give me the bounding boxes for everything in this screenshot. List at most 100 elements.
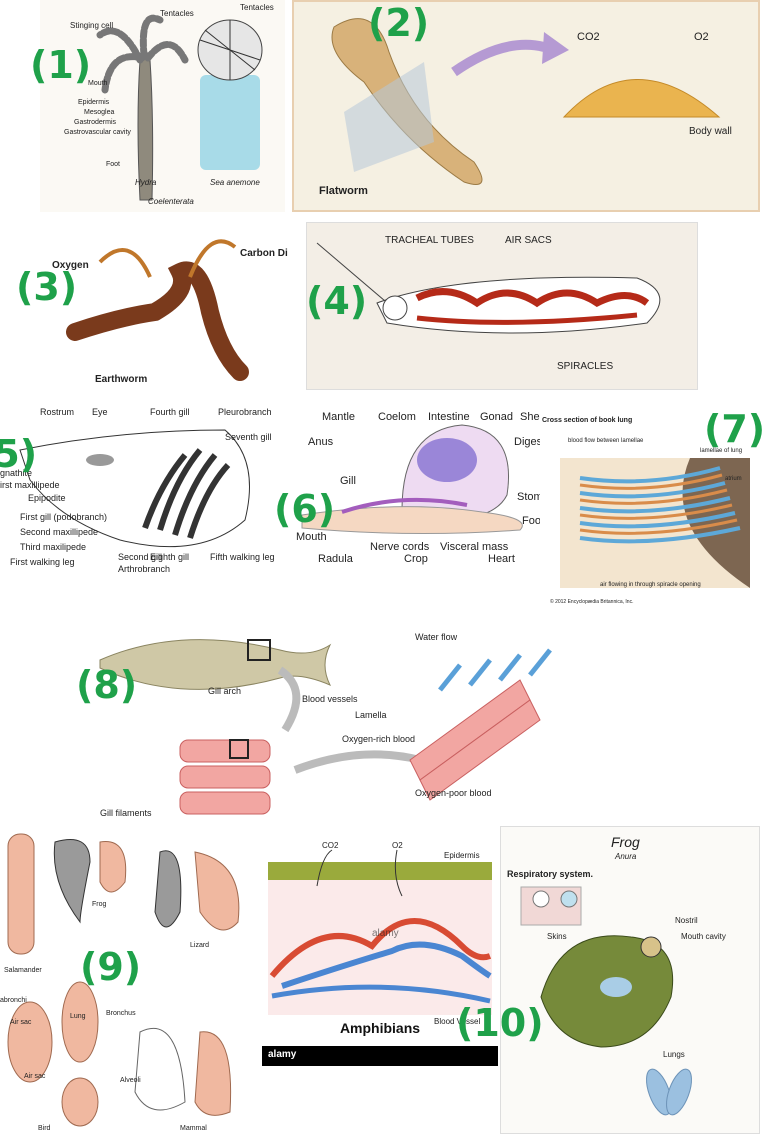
p5-label: Second maxillipede — [20, 527, 98, 537]
p8-label: Water flow — [415, 632, 458, 642]
p6-label: Anus — [308, 436, 334, 448]
p1-label: Mesoglea — [84, 109, 114, 116]
p2-label: Flatworm — [319, 185, 368, 197]
p4-label: TRACHEAL TUBES — [385, 235, 474, 246]
panel-hydra: Stinging cell Tentacles Tentacles Mouth … — [40, 0, 285, 212]
p10a-label: CO2 — [322, 841, 339, 850]
p5-label: Epipodite — [28, 493, 66, 503]
p1-label: Stinging cell — [70, 21, 113, 30]
p8-label: Gill arch — [208, 686, 241, 696]
panel-earthworm: Oxygen Carbon Dioxide Earthworm — [40, 222, 288, 392]
p6-label: Radula — [318, 553, 354, 565]
badge-6: (6) — [274, 490, 335, 528]
p10b-label: Nostril — [675, 916, 698, 925]
p7-label: atrium — [725, 476, 742, 482]
p5-label: Seventh gill — [225, 432, 272, 442]
p7-label: © 2012 Encyclopædia Britannica, Inc. — [550, 598, 633, 605]
p5-label: First walking leg — [10, 557, 75, 567]
p1-label: Coelenterata — [148, 197, 194, 206]
p6-label: Mantle — [322, 411, 355, 423]
p9-label: Air sac — [24, 1073, 46, 1080]
p5-label: Pleurobranch — [218, 407, 272, 417]
p1-label: Gastrovascular cavity — [64, 129, 131, 136]
p6-label: Gonad — [480, 411, 513, 423]
p5-label: Eighth gill — [150, 552, 189, 562]
p6-label: Gill — [340, 475, 356, 487]
p1-label: Epidermis — [78, 99, 110, 106]
p6-label: Foot — [522, 515, 540, 527]
badge-2: (2) — [368, 4, 429, 42]
p2-label: O2 — [694, 31, 709, 43]
panel-flatworm: Flatworm CO2 O2 Body wall — [292, 0, 760, 212]
p7-label: air flowing in through spiracle opening — [600, 582, 701, 588]
p4-label: AIR SACS — [505, 235, 552, 246]
p5-label: Fourth gill — [150, 407, 190, 417]
p8-label: Oxygen-poor blood — [415, 788, 492, 798]
earthworm-illustration: Oxygen Carbon Dioxide Earthworm — [40, 222, 288, 392]
p9-label: Lung — [70, 1013, 86, 1020]
p1-label: Hydra — [135, 178, 157, 187]
p9-label: abronchi — [0, 997, 27, 1004]
p1-label: Tentacles — [240, 3, 274, 12]
p6-label: Heart — [488, 553, 515, 565]
p10b-label: Skins — [547, 932, 567, 941]
badge-9: (9) — [80, 948, 141, 986]
p6-label: Coelom — [378, 411, 416, 423]
badge-8: (8) — [76, 666, 137, 704]
p9-label: Bronchus — [106, 1010, 136, 1017]
p5-label: Fifth walking leg — [210, 552, 275, 562]
p6-label: Mouth — [296, 531, 327, 543]
crayfish-illustration: Rostrum Eye Fourth gill Pleurobranch Sev… — [0, 400, 278, 578]
badge-1: (1) — [30, 46, 91, 84]
p10a-label: alamy — [372, 928, 399, 939]
p7-label: Cross section of book lung — [542, 417, 632, 424]
panel-frog: Frog Anura Respiratory system. Skins Nos… — [500, 826, 760, 1134]
p10b-label: Mouth cavity — [681, 932, 726, 941]
frog-illustration: Frog Anura Respiratory system. Skins Nos… — [501, 827, 760, 1134]
p2-label: Body wall — [689, 126, 732, 137]
p10a-label: Epidermis — [444, 851, 480, 860]
alamy-logo: alamy — [268, 1049, 296, 1060]
badge-10: (10) — [456, 1004, 544, 1042]
p2-label: CO2 — [577, 31, 600, 43]
p3-label: Carbon Dioxide — [240, 248, 288, 259]
p3-label: Earthworm — [95, 374, 147, 385]
p10b-label: Respiratory system. — [507, 869, 593, 879]
p5-label: First gill (podobranch) — [20, 512, 107, 522]
p9-label: Mammal — [180, 1125, 207, 1132]
p5-label: Arthrobranch — [118, 564, 170, 574]
p6-label: Crop — [404, 553, 428, 565]
p5-label: Rostrum — [40, 407, 74, 417]
badge-7: (7) — [704, 410, 763, 448]
badge-3: (3) — [16, 268, 77, 306]
hydra-illustration: Stinging cell Tentacles Tentacles Mouth … — [40, 0, 285, 212]
flatworm-illustration: Flatworm CO2 O2 Body wall — [294, 2, 760, 212]
p1-label: Tentacles — [160, 9, 194, 18]
p1-label: Sea anemone — [210, 178, 260, 187]
p10a-label: O2 — [392, 841, 403, 850]
p10b-label: Frog — [611, 834, 640, 850]
p1-label: Gastrodermis — [74, 119, 117, 126]
p8-label: Gill filaments — [100, 808, 152, 818]
p6-label: Intestine — [428, 411, 470, 423]
p9-label: Salamander — [4, 967, 42, 974]
fish-gills-illustration: Water flow Gill arch Blood vessels Lamel… — [80, 610, 600, 822]
p10b-label: Anura — [614, 852, 637, 861]
p4-label: SPIRACLES — [557, 361, 613, 372]
p9-label: Frog — [92, 901, 107, 908]
p9-label: Air sac — [10, 1019, 32, 1026]
p1-label: Foot — [106, 161, 120, 168]
p5-label: irst maxillipede — [0, 480, 60, 490]
p6-label: Shell — [520, 411, 540, 423]
p8-label: Oxygen-rich blood — [342, 734, 415, 744]
p6-label: Visceral mass — [440, 541, 509, 553]
panel-crayfish-gills: Rostrum Eye Fourth gill Pleurobranch Sev… — [0, 400, 278, 578]
p7-label: blood flow between lamellae — [568, 438, 644, 444]
p5-label: Third maxilipede — [20, 542, 86, 552]
p6-label: Stomach — [517, 491, 540, 503]
p9-label: Bird — [38, 1125, 51, 1132]
p6-label: Nerve cords — [370, 541, 430, 553]
p9-label: Alveoli — [120, 1077, 141, 1084]
panel-fish-gills: Water flow Gill arch Blood vessels Lamel… — [80, 610, 600, 822]
alamy-bar: alamy — [262, 1046, 498, 1066]
